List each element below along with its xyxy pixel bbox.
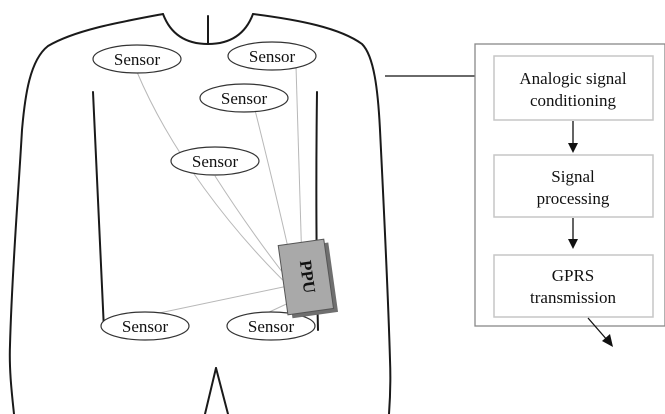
sensor: Sensor bbox=[93, 45, 181, 73]
sensor-label: Sensor bbox=[221, 89, 268, 108]
box-line: conditioning bbox=[530, 91, 616, 110]
left-arm-line bbox=[93, 92, 104, 330]
sensor: Sensor bbox=[228, 42, 316, 70]
body-silhouette bbox=[10, 14, 391, 414]
crotch-right bbox=[216, 368, 228, 414]
sensor-label: Sensor bbox=[122, 317, 169, 336]
box-line: Analogic signal bbox=[519, 69, 626, 88]
box-line: Signal bbox=[551, 167, 595, 186]
sensor-label: Sensor bbox=[248, 317, 295, 336]
sensor: Sensor bbox=[200, 84, 288, 112]
wire-s4 bbox=[215, 176, 290, 282]
box-line: transmission bbox=[530, 288, 616, 307]
box-line: GPRS bbox=[552, 266, 595, 285]
pipeline-box-processing: Signal processing bbox=[494, 155, 653, 217]
wire-s2 bbox=[296, 66, 302, 266]
sensor: Sensor bbox=[101, 312, 189, 340]
pipeline-box-conditioning: Analogic signal conditioning bbox=[494, 56, 653, 120]
sensor-label: Sensor bbox=[249, 47, 296, 66]
sensor-label: Sensor bbox=[114, 50, 161, 69]
body-left-outline bbox=[10, 14, 163, 414]
crotch-left bbox=[205, 368, 216, 414]
sensor: Sensor bbox=[171, 147, 259, 175]
sensor-label: Sensor bbox=[192, 152, 239, 171]
box-line: processing bbox=[537, 189, 610, 208]
pipeline-box-transmission: GPRS transmission bbox=[494, 255, 653, 317]
ppu-unit: PPU bbox=[278, 239, 338, 319]
body-right-outline bbox=[253, 14, 390, 414]
